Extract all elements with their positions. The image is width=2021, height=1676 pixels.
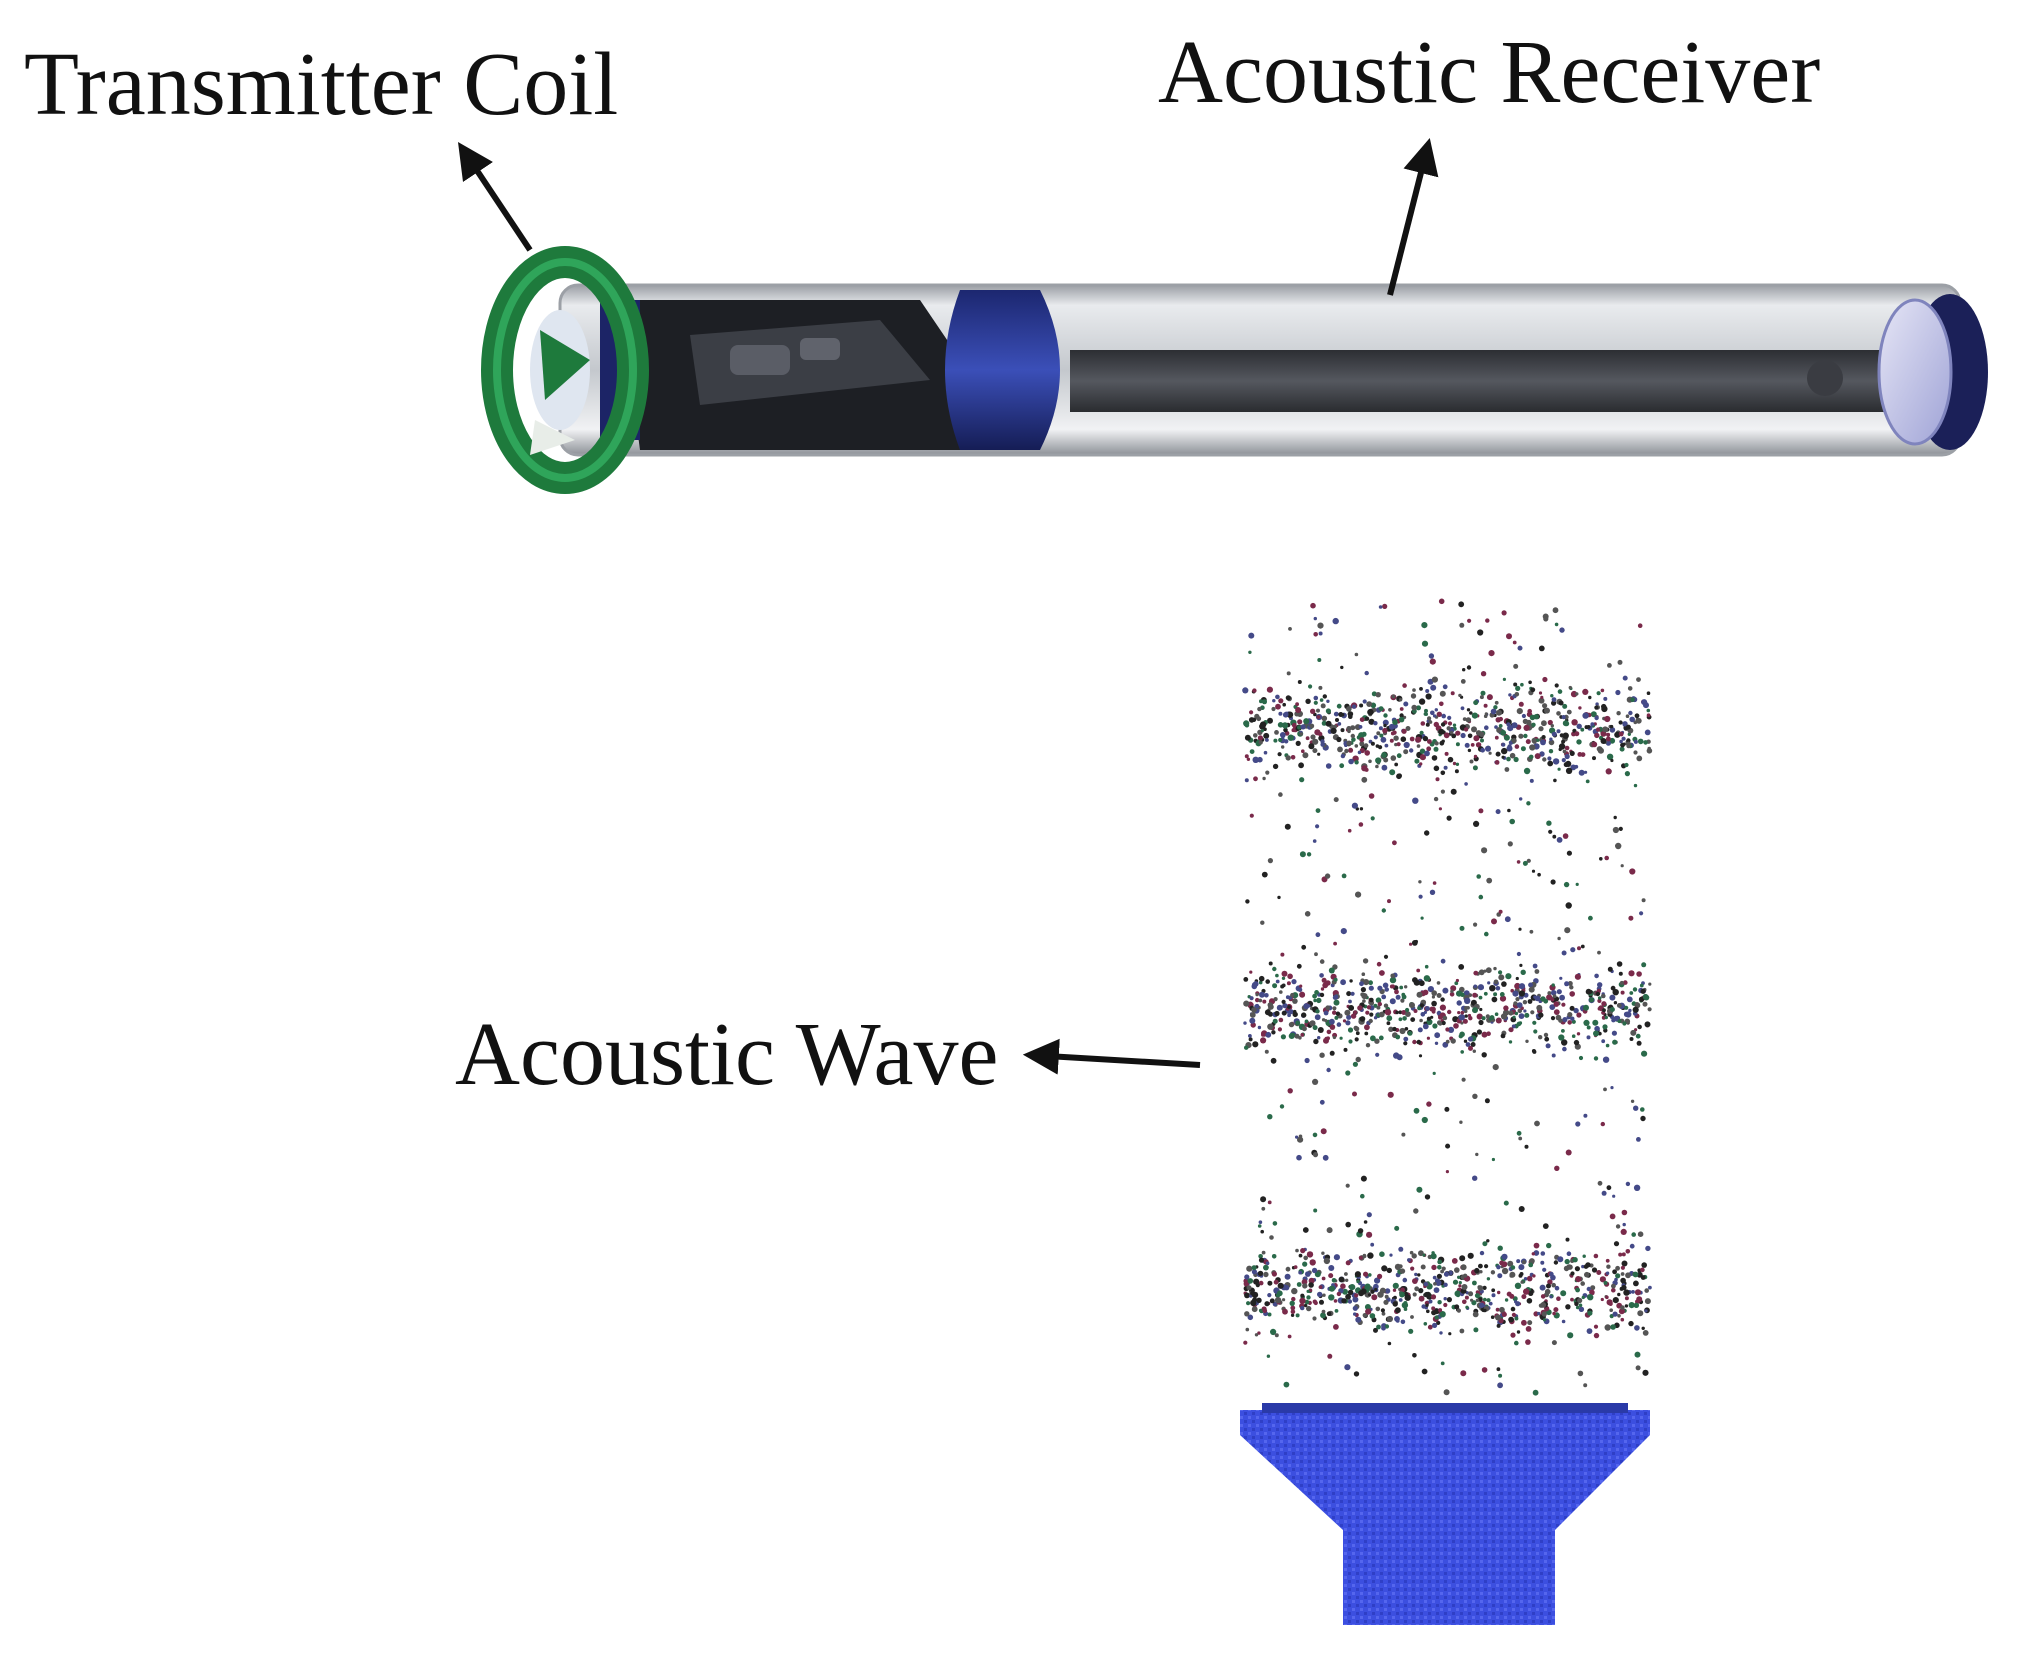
end-lens [1877, 298, 1953, 446]
acoustic-wave-label: Acoustic Wave [455, 1005, 999, 1104]
arrow-icon [1022, 1038, 1201, 1075]
transmitter-coil [481, 246, 649, 494]
inner-rod [1070, 350, 1890, 412]
capsule-device-icon [481, 246, 1988, 494]
arrow-icon [458, 142, 533, 252]
arrow-icon [1387, 138, 1439, 296]
speaker-icon [1240, 1403, 1650, 1625]
battery-disk [945, 290, 1060, 450]
transmitter-coil-label: Transmitter Coil [24, 35, 619, 134]
acoustic-wave-particles [1242, 598, 1653, 1396]
rod-end-bulb [1807, 360, 1843, 396]
acoustic-receiver-label: Acoustic Receiver [1158, 23, 1821, 122]
